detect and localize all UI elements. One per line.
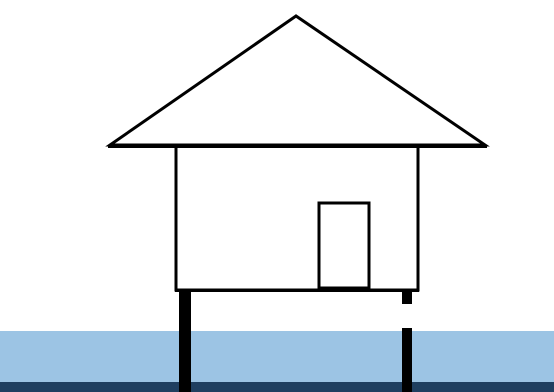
door <box>319 203 369 288</box>
left-stilt <box>179 291 191 392</box>
right-stilt-lower <box>402 328 412 392</box>
right-stilt-upper <box>402 291 412 304</box>
water-bottom <box>0 382 554 392</box>
house-walls <box>176 146 418 290</box>
roof <box>110 16 485 145</box>
